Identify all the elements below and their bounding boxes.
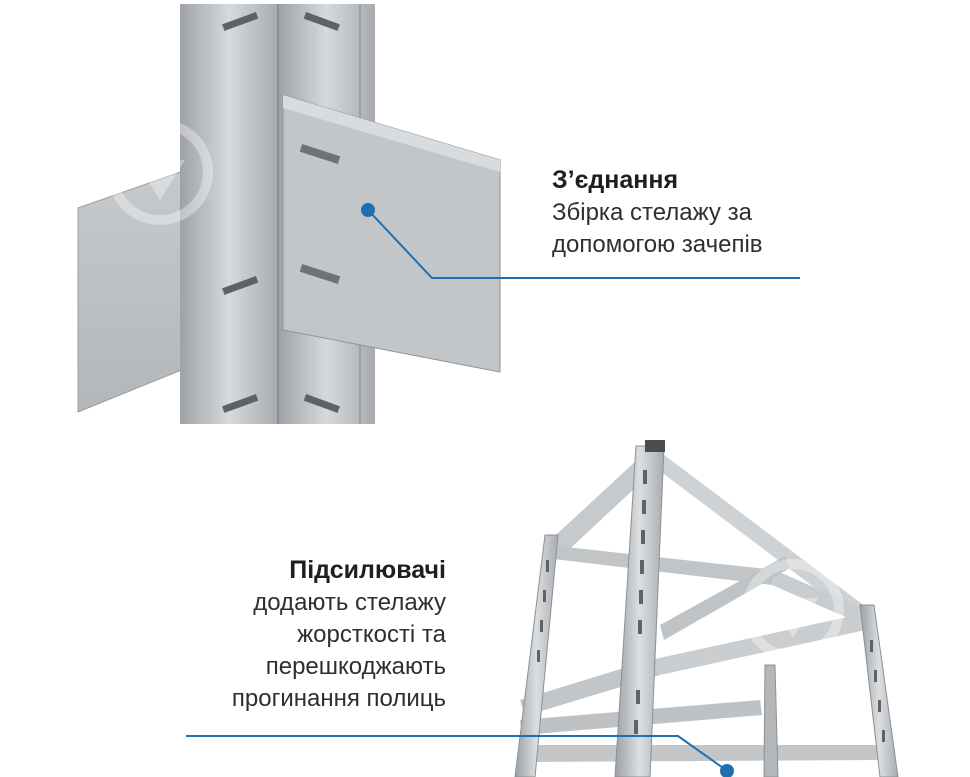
- watermark-icon: [107, 119, 213, 225]
- callout-line: додають стелажу: [253, 589, 446, 616]
- callout-line: перешкоджають: [265, 653, 446, 680]
- callout-line: прогинання полиць: [231, 685, 446, 712]
- callout-line: допомогою зачепів: [552, 231, 763, 258]
- callout-line: Збірка стелажу за: [552, 199, 752, 226]
- callout-title: Підсилювачі: [289, 556, 446, 584]
- callout-stiffeners: Підсилювачі додають стелажу жорсткості т…: [160, 553, 446, 715]
- callout-title: З’єднання: [552, 166, 679, 194]
- callout-line: жорсткості та: [297, 621, 446, 648]
- callout-joint: З’єднання Збірка стелажу за допомогою за…: [552, 163, 812, 261]
- callout-leader-1: [367, 209, 800, 279]
